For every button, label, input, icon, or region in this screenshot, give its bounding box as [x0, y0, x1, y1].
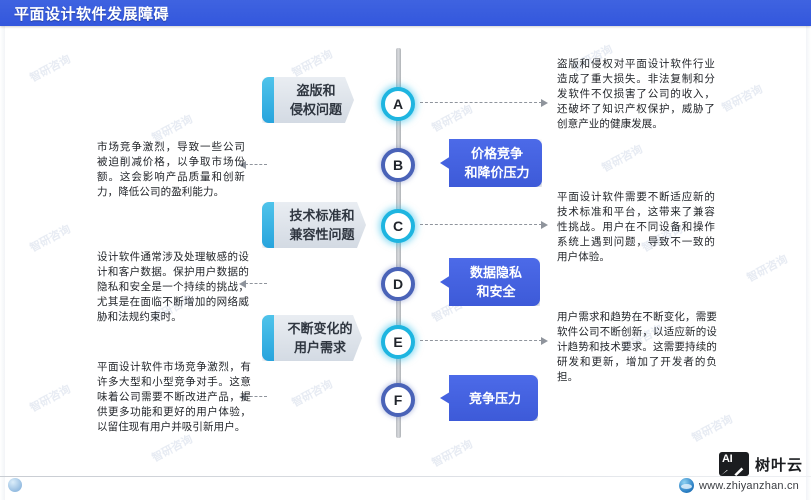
arrow-head-icon [541, 337, 548, 345]
brand-lockup: AI 树叶云 [718, 452, 803, 476]
node-letter: F [393, 392, 403, 408]
watermark: 智研咨询 [430, 103, 475, 135]
arrow-head-icon [239, 161, 246, 169]
ai-image-icon: AI [718, 452, 749, 476]
chip-line-2: 和降价压力 [464, 165, 530, 180]
chip-b-price-competition[interactable]: 价格竞争 和降价压力 [440, 139, 542, 187]
paragraph-right-tech-standards: 平面设计软件需要不断适应新的技术标准和平台，这带来了兼容性挑战。用户在不同设备和… [557, 191, 715, 263]
timeline-node-e[interactable]: E [381, 325, 415, 359]
arrow-head-icon [541, 99, 548, 107]
paragraph-left-competitive-pressure: 平面设计软件市场竞争激烈，有许多大型和小型竞争对手。这意味着公司需要不断改进产品… [97, 361, 251, 433]
connector-b-left [239, 161, 267, 169]
connector-e-right [420, 337, 548, 345]
brand-name: 树叶云 [754, 456, 803, 474]
timeline-node-c[interactable]: C [381, 209, 415, 243]
footer-divider [0, 476, 811, 477]
globe-icon [678, 478, 694, 493]
chip-a-piracy[interactable]: 盗版和 侵权问题 [262, 77, 354, 123]
chip-d-data-privacy[interactable]: 数据隐私 和安全 [440, 258, 540, 306]
watermark: 智研咨询 [290, 48, 335, 80]
node-letter: E [393, 334, 403, 350]
paragraph-left-price-competition: 市场竞争激烈，导致一些公司被迫削减价格，以争取市场份额。这会影响产品质量和创新力… [97, 141, 245, 198]
connector-f-left [239, 393, 267, 401]
watermark: 智研咨询 [600, 143, 645, 175]
site-url-row[interactable]: www.zhiyanzhan.cn [678, 478, 799, 493]
chip-line-1: 不断变化的 [287, 321, 353, 336]
paragraph-right-piracy: 盗版和侵权对平面设计软件行业造成了重大损失。非法复制和分发软件不仅损害了公司的收… [557, 58, 715, 130]
timeline-node-b[interactable]: B [381, 148, 415, 182]
connector-c-right [420, 221, 548, 229]
node-letter: C [392, 218, 404, 234]
chip-line-1: 数据隐私 [469, 265, 522, 280]
left-edge-gradient [0, 0, 5, 500]
watermark: 智研咨询 [430, 438, 475, 470]
chip-line-2: 兼容性问题 [289, 227, 355, 242]
node-letter: D [392, 276, 404, 292]
arrow-head-icon [541, 221, 548, 229]
watermark: 智研咨询 [720, 83, 765, 115]
connector-d-left [239, 280, 267, 288]
timeline-node-d[interactable]: D [381, 267, 415, 301]
watermark: 智研咨询 [28, 223, 73, 255]
paragraph-right-changing-needs: 用户需求和趋势在不断变化，需要软件公司不断创新，以适应新的设计趋势和技术要求。这… [557, 311, 717, 383]
chip-line-1: 竞争压力 [468, 390, 521, 406]
chip-line-2: 侵权问题 [289, 102, 342, 117]
node-letter: A [392, 96, 404, 112]
timeline-node-f[interactable]: F [381, 383, 415, 417]
watermark: 智研咨询 [28, 53, 73, 85]
chip-line-1: 技术标准和 [289, 208, 355, 223]
watermark: 智研咨询 [690, 413, 735, 445]
site-url: www.zhiyanzhan.cn [698, 479, 799, 492]
node-letter: B [392, 157, 404, 173]
chip-line-2: 用户需求 [293, 340, 346, 355]
timeline-node-a[interactable]: A [381, 87, 415, 121]
watermark: 智研咨询 [290, 378, 335, 410]
watermark: 智研咨询 [745, 253, 790, 285]
chip-e-changing-needs[interactable]: 不断变化的 用户需求 [262, 315, 362, 361]
watermark: 智研咨询 [28, 383, 73, 415]
chip-line-1: 价格竞争 [470, 146, 523, 161]
page-title: 平面设计软件发展障碍 [14, 6, 170, 23]
chip-line-1: 盗版和 [296, 83, 336, 98]
right-edge-gradient [806, 0, 811, 500]
arrow-head-icon [239, 393, 246, 401]
chip-c-tech-standards[interactable]: 技术标准和 兼容性问题 [262, 202, 366, 248]
chip-line-2: 和安全 [476, 284, 516, 299]
timeline-axis [396, 48, 401, 438]
ai-icon-label: AI [721, 453, 733, 465]
connector-a-right [420, 99, 548, 107]
title-bar: 平面设计软件发展障碍 [0, 0, 811, 26]
arrow-head-icon [239, 280, 246, 288]
decorative-dot [8, 478, 22, 492]
paragraph-left-data-privacy: 设计软件通常涉及处理敏感的设计和客户数据。保护用户数据的隐私和安全是一个持续的挑… [97, 251, 249, 323]
watermark: 智研咨询 [150, 433, 195, 465]
chip-f-competitive-pressure[interactable]: 竞争压力 [440, 375, 538, 421]
